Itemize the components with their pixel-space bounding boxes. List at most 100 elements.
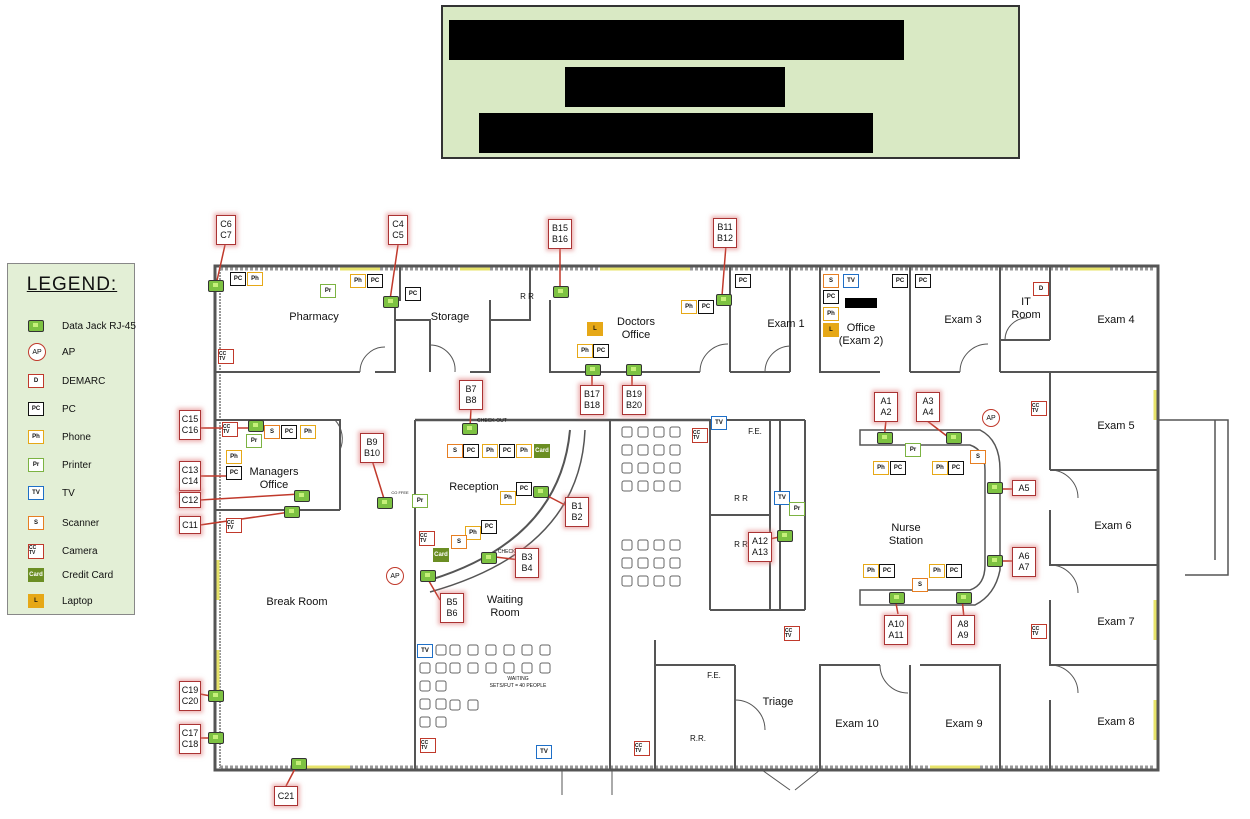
waiting-chair <box>637 539 649 551</box>
waiting-chair <box>621 426 633 438</box>
redacted-title-line-2 <box>565 67 785 107</box>
room-label-exam4: Exam 4 <box>1097 314 1135 326</box>
legend-row-demarc: D <box>28 372 44 390</box>
waiting-chair <box>621 444 633 456</box>
pc-icon: PC <box>463 444 479 458</box>
demarc-icon: D <box>28 374 44 388</box>
waiting-chair <box>637 480 649 492</box>
pc-icon: PC <box>481 520 497 534</box>
legend-row-credit-card: Card <box>28 566 44 584</box>
room-label-office: Office <box>846 322 876 334</box>
room-label-managers: Managers <box>249 466 299 478</box>
room-label-exam1: Exam 1 <box>767 318 805 330</box>
waiting-chair <box>621 575 633 587</box>
waiting-chair <box>419 680 431 692</box>
legend-row-laptop: L <box>28 592 44 610</box>
data-jack-icon <box>987 555 1003 567</box>
legend-label-laptop: Laptop <box>62 596 93 607</box>
phone-icon: Ph <box>226 450 242 464</box>
waiting-chair <box>485 644 497 656</box>
data-jack-icon <box>208 690 224 702</box>
legend-title: LEGEND: <box>26 274 118 295</box>
waiting-chair <box>637 444 649 456</box>
waiting-chair <box>419 716 431 728</box>
room-label-waiting-sign: SETS/FUT = 40 PEOPLE <box>489 683 547 689</box>
phone-icon: Ph <box>247 272 263 286</box>
demarc-icon: D <box>1033 282 1049 296</box>
camera-icon: CC TV <box>222 422 238 437</box>
printer-icon: Pr <box>412 494 428 508</box>
waiting-chair <box>637 557 649 569</box>
tv-icon: TV <box>843 274 859 288</box>
waiting-chair <box>435 716 447 728</box>
jack-label-c12: C12 <box>179 492 201 508</box>
pc-icon: PC <box>890 461 906 475</box>
waiting-chair <box>653 426 665 438</box>
pc-icon: PC <box>823 290 839 304</box>
waiting-chair <box>435 644 447 656</box>
room-label-fe2: F.E. <box>707 671 721 680</box>
room-label-nurse: Station <box>888 535 924 547</box>
pc-icon: PC <box>593 344 609 358</box>
camera-icon: CC TV <box>634 741 650 756</box>
waiting-chair <box>435 698 447 710</box>
pc-icon: PC <box>226 466 242 480</box>
room-label-managers: Office <box>259 479 289 491</box>
legend-label-phone: Phone <box>62 432 91 443</box>
phone-icon: Ph <box>863 564 879 578</box>
waiting-chair <box>669 462 681 474</box>
scanner-icon: S <box>264 425 280 439</box>
scanner-icon: S <box>970 450 986 464</box>
pc-icon: PC <box>405 287 421 301</box>
data-jack-icon <box>291 758 307 770</box>
waiting-chair <box>669 480 681 492</box>
legend-row-pc: PC <box>28 400 44 418</box>
tv-icon: TV <box>711 416 727 430</box>
phone-icon: Ph <box>873 461 889 475</box>
phone-icon: Ph <box>681 300 697 314</box>
redacted-title-line-1 <box>449 20 904 60</box>
room-label-checkout: CHECK-OUT <box>477 418 507 424</box>
data-jack-icon <box>208 280 224 292</box>
room-label-rr2: R R <box>734 494 748 503</box>
data-jack-icon <box>248 420 264 432</box>
waiting-chair <box>653 462 665 474</box>
data-jack-icon <box>533 486 549 498</box>
waiting-chair <box>621 462 633 474</box>
waiting-chair <box>435 680 447 692</box>
room-label-office: (Exam 2) <box>838 335 884 347</box>
room-label-coffee: CO FFEE <box>391 490 409 495</box>
room-label-rr4: R.R. <box>690 734 706 743</box>
credit-card-icon: Card <box>433 548 449 562</box>
scanner-icon: S <box>28 516 44 530</box>
pc-icon: PC <box>735 274 751 288</box>
printer-icon: Pr <box>246 434 262 448</box>
pc-icon: PC <box>892 274 908 288</box>
waiting-chair <box>467 662 479 674</box>
waiting-chair <box>467 699 479 711</box>
laptop-icon: L <box>587 322 603 336</box>
redacted-office-name <box>845 298 877 308</box>
scanner-icon: S <box>451 535 467 549</box>
scanner-icon: S <box>912 578 928 592</box>
waiting-chair <box>485 662 497 674</box>
waiting-chair <box>503 644 515 656</box>
pc-icon: PC <box>230 272 246 286</box>
data-jack-icon <box>626 364 642 376</box>
data-jack-icon <box>946 432 962 444</box>
phone-icon: Ph <box>577 344 593 358</box>
pc-icon: PC <box>948 461 964 475</box>
tv-icon: TV <box>28 486 44 500</box>
printer-icon: Pr <box>28 458 44 472</box>
waiting-chair <box>669 444 681 456</box>
waiting-chair <box>521 644 533 656</box>
waiting-chair <box>669 426 681 438</box>
waiting-chair <box>637 426 649 438</box>
data-jack-icon <box>777 530 793 542</box>
phone-icon: Ph <box>28 430 44 444</box>
